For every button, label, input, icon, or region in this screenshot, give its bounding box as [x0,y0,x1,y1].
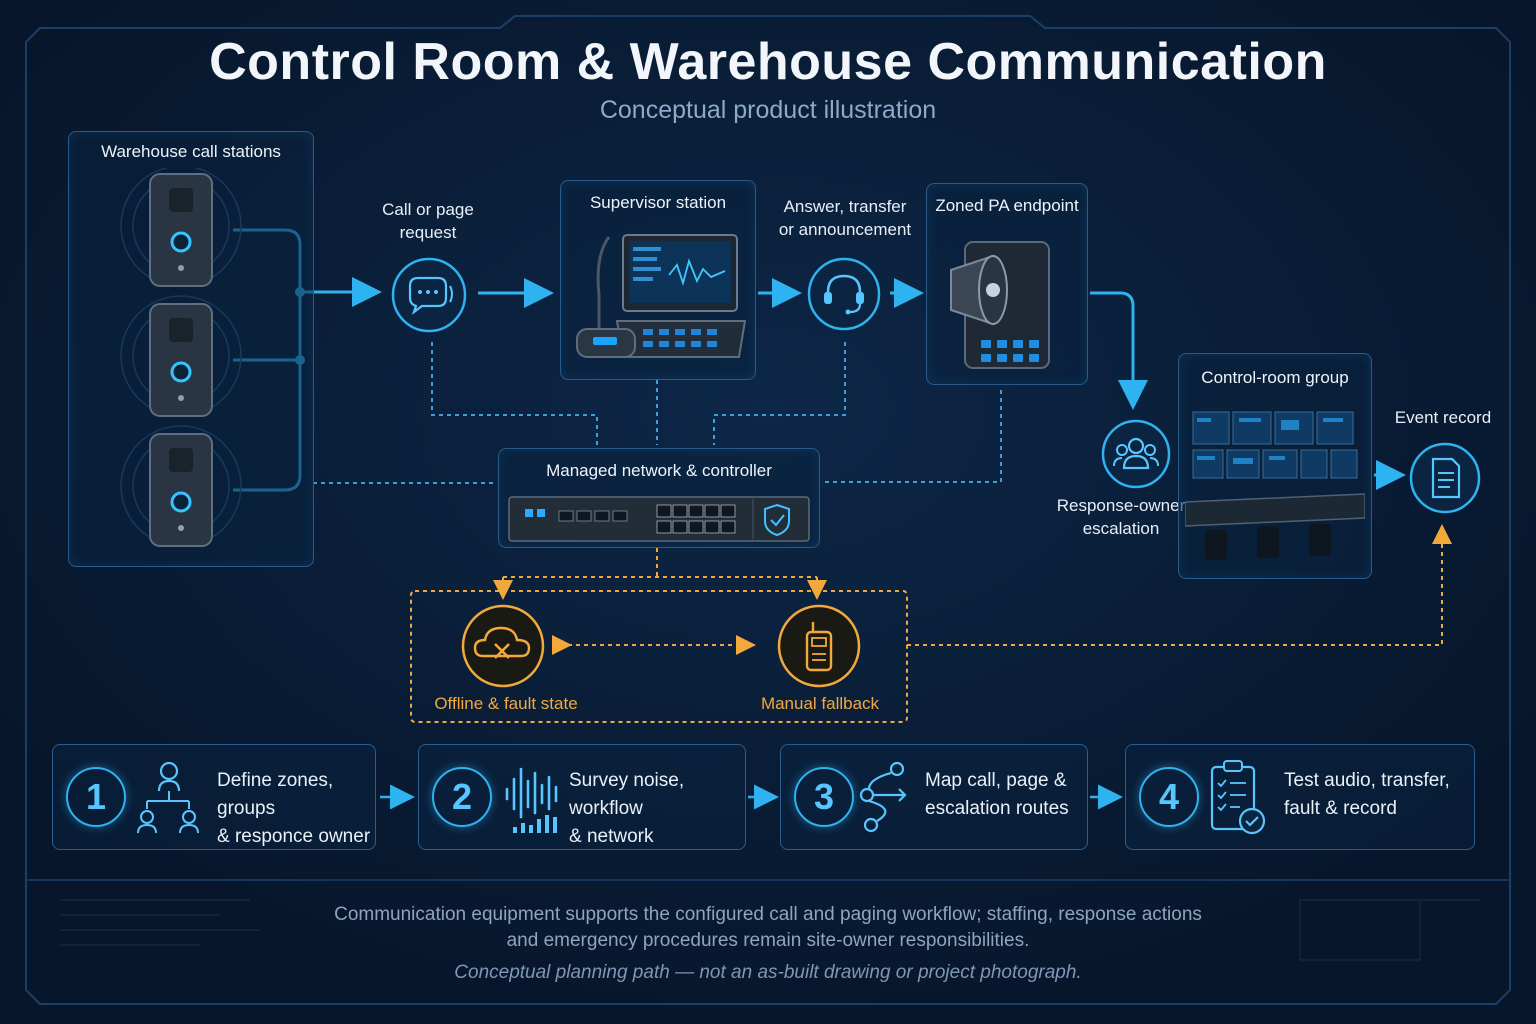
network-switch-icon [508,496,810,542]
call-request-line1: Call or page [382,200,474,219]
control-room-label: Control-room group [1201,368,1349,387]
step-4-line1: Test audio, transfer, [1284,770,1450,791]
step-4-line2: fault & record [1284,798,1397,819]
group-icon [1101,419,1171,489]
pa-label: Zoned PA endpoint [935,196,1079,215]
event-record-label: Event record [1394,408,1492,427]
step-3: 3 Map call, page & escalation routes [780,744,1088,850]
escalation-line1: Response-owner [1056,496,1186,515]
org-chart-icon [137,761,199,834]
step-4-number: 4 [1139,767,1199,827]
step-3-text: Map call, page & escalation routes [925,767,1069,823]
call-station-icon [120,168,242,547]
step-1-line2: & responce owner [217,826,371,847]
checklist-icon [1210,760,1266,835]
step-4-text: Test audio, transfer, fault & record [1284,767,1450,823]
step-2-text: Survey noise, workflow & network [569,767,745,851]
cloud-offline-icon [461,604,545,688]
step-1: 1 Define zones, groups & responce owner [52,744,376,850]
warehouse-label: Warehouse call stations [101,142,281,161]
step-1-number: 1 [66,767,126,827]
supervisor-panel: Supervisor station [560,180,756,380]
step-4: 4 Test audio, transfer, fault & record [1125,744,1475,850]
radio-icon [777,604,861,688]
footer-line2: and emergency procedures remain site-own… [506,930,1030,951]
pa-panel: Zoned PA endpoint [926,183,1088,385]
step-1-text: Define zones, groups & responce owner [217,767,375,851]
control-room-icon [1185,411,1365,560]
escalation-label: Response-owner escalation [1040,494,1202,540]
route-icon [859,761,907,833]
network-label: Managed network & controller [546,461,772,480]
chat-bubble-icon [391,257,467,333]
page-subtitle: Conceptual product illustration [599,96,937,124]
step-2-line2: & network [569,826,654,847]
fallback-label: Manual fallback [760,694,880,713]
call-request-line2: request [399,223,457,242]
outer-frame [25,15,1511,1005]
step-3-line2: escalation routes [925,798,1069,819]
call-request-label: Call or page request [358,198,498,244]
warehouse-panel: Warehouse call stations [68,131,314,567]
document-icon [1409,442,1481,514]
network-panel: Managed network & controller [498,448,820,548]
step-3-line1: Map call, page & [925,770,1067,791]
footer-disclaimer: Communication equipment supports the con… [0,902,1536,954]
supervisor-label: Supervisor station [589,193,727,212]
footer-line1: Communication equipment supports the con… [334,904,1202,925]
sound-wave-icon [505,767,558,833]
answer-line2: or announcement [778,220,912,239]
horn-speaker-icon [950,241,1050,369]
step-2-line1: Survey noise, workflow [569,770,685,819]
footer-note: Conceptual planning path — not an as-bui… [454,962,1082,983]
step-1-line1: Define zones, groups [217,770,334,819]
step-2: 2 Survey noise, workflow & network [418,744,746,850]
answer-line1: Answer, transfer [783,197,907,216]
answer-label: Answer, transfer or announcement [770,195,920,241]
desk-console-icon [576,234,747,358]
step-2-number: 2 [432,767,492,827]
control-room-panel: Control-room group [1178,353,1372,579]
offline-label: Offline & fault state [434,694,578,713]
page-title: Control Room & Warehouse Communication [209,33,1327,91]
step-3-number: 3 [794,767,854,827]
escalation-line2: escalation [1082,519,1160,538]
headset-icon [807,257,881,331]
